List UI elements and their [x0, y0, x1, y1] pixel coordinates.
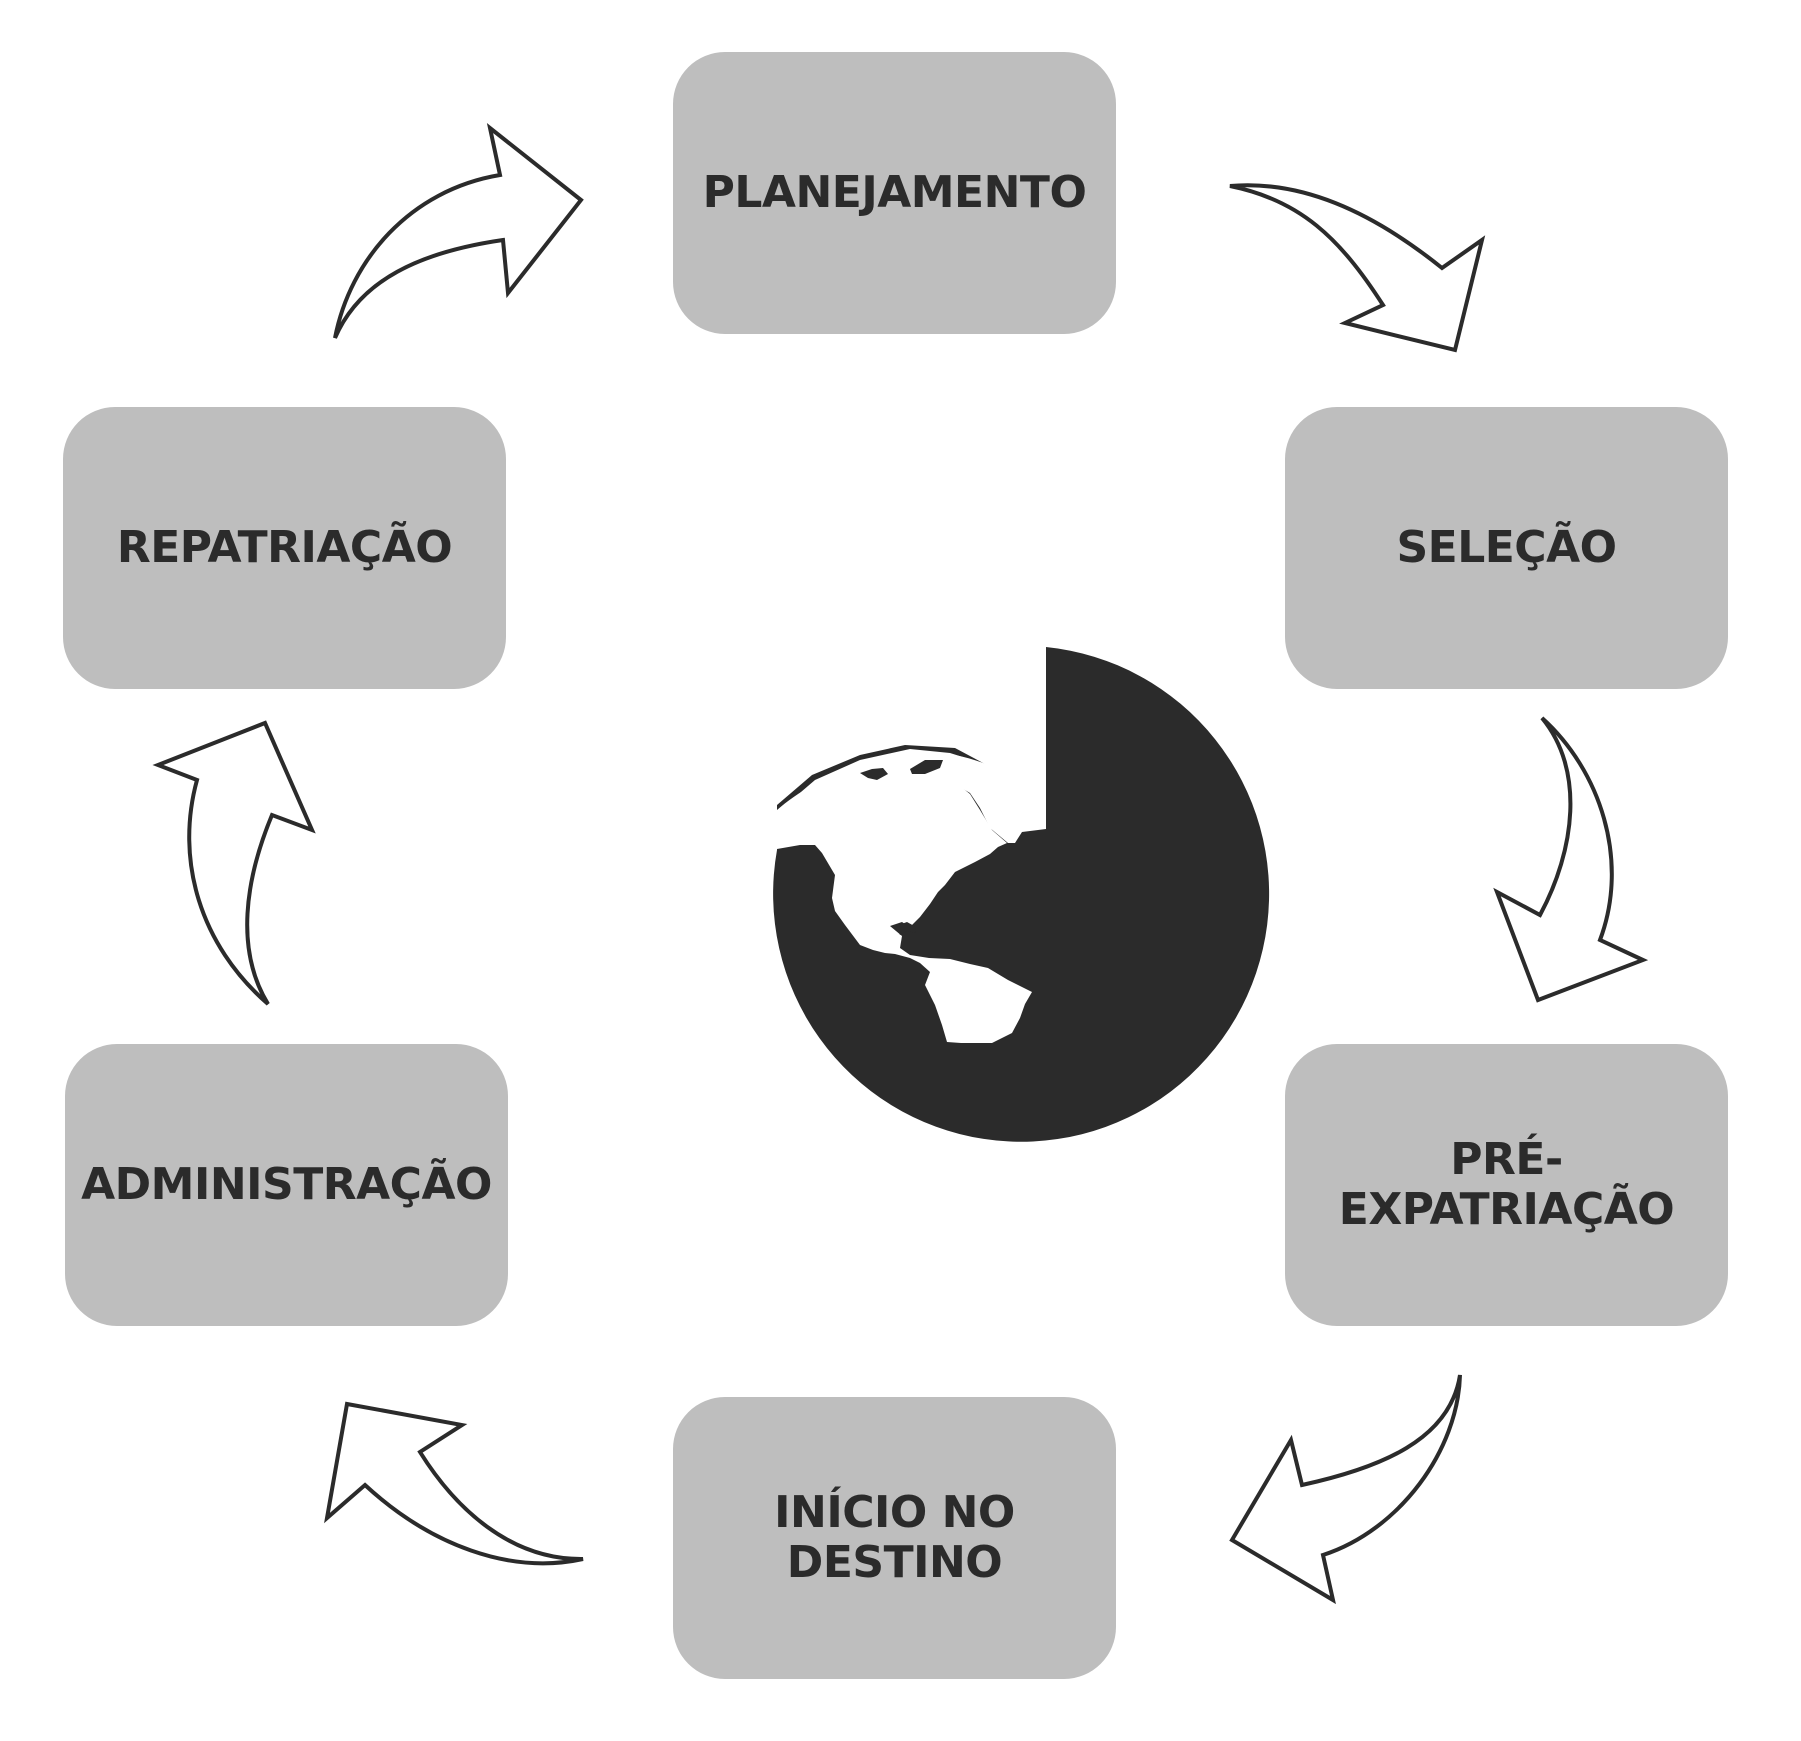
- stage-label: ADMINISTRAÇÃO: [81, 1159, 492, 1210]
- stage-inicio-no-destino: INÍCIO NO DESTINO: [673, 1397, 1116, 1679]
- stage-label: INÍCIO NO DESTINO: [774, 1487, 1015, 1588]
- arrow-repatriacao-to-planejamento: [333, 122, 584, 339]
- arrow-planejamento-to-selecao: [1229, 183, 1486, 353]
- stage-label: SELEÇÃO: [1396, 522, 1617, 573]
- arrow-pre-expatriacao-to-inicio-destino: [1229, 1374, 1462, 1605]
- arrow-inicio-destino-to-administracao: [324, 1401, 584, 1566]
- stage-pre-expatriacao: PRÉ-EXPATRIAÇÃO: [1285, 1044, 1728, 1326]
- stage-administracao: ADMINISTRAÇÃO: [65, 1044, 508, 1326]
- stage-label: PLANEJAMENTO: [702, 167, 1087, 218]
- arrow-selecao-to-pre-expatriacao: [1493, 716, 1649, 1003]
- stage-planejamento: PLANEJAMENTO: [673, 52, 1116, 334]
- globe-icon: [773, 647, 1270, 1142]
- stage-selecao: SELEÇÃO: [1285, 407, 1728, 689]
- stage-label: REPATRIAÇÃO: [116, 522, 453, 573]
- arrow-administracao-to-repatriacao: [152, 720, 316, 1006]
- stage-label: PRÉ-EXPATRIAÇÃO: [1338, 1134, 1675, 1235]
- stage-repatriacao: REPATRIAÇÃO: [63, 407, 506, 689]
